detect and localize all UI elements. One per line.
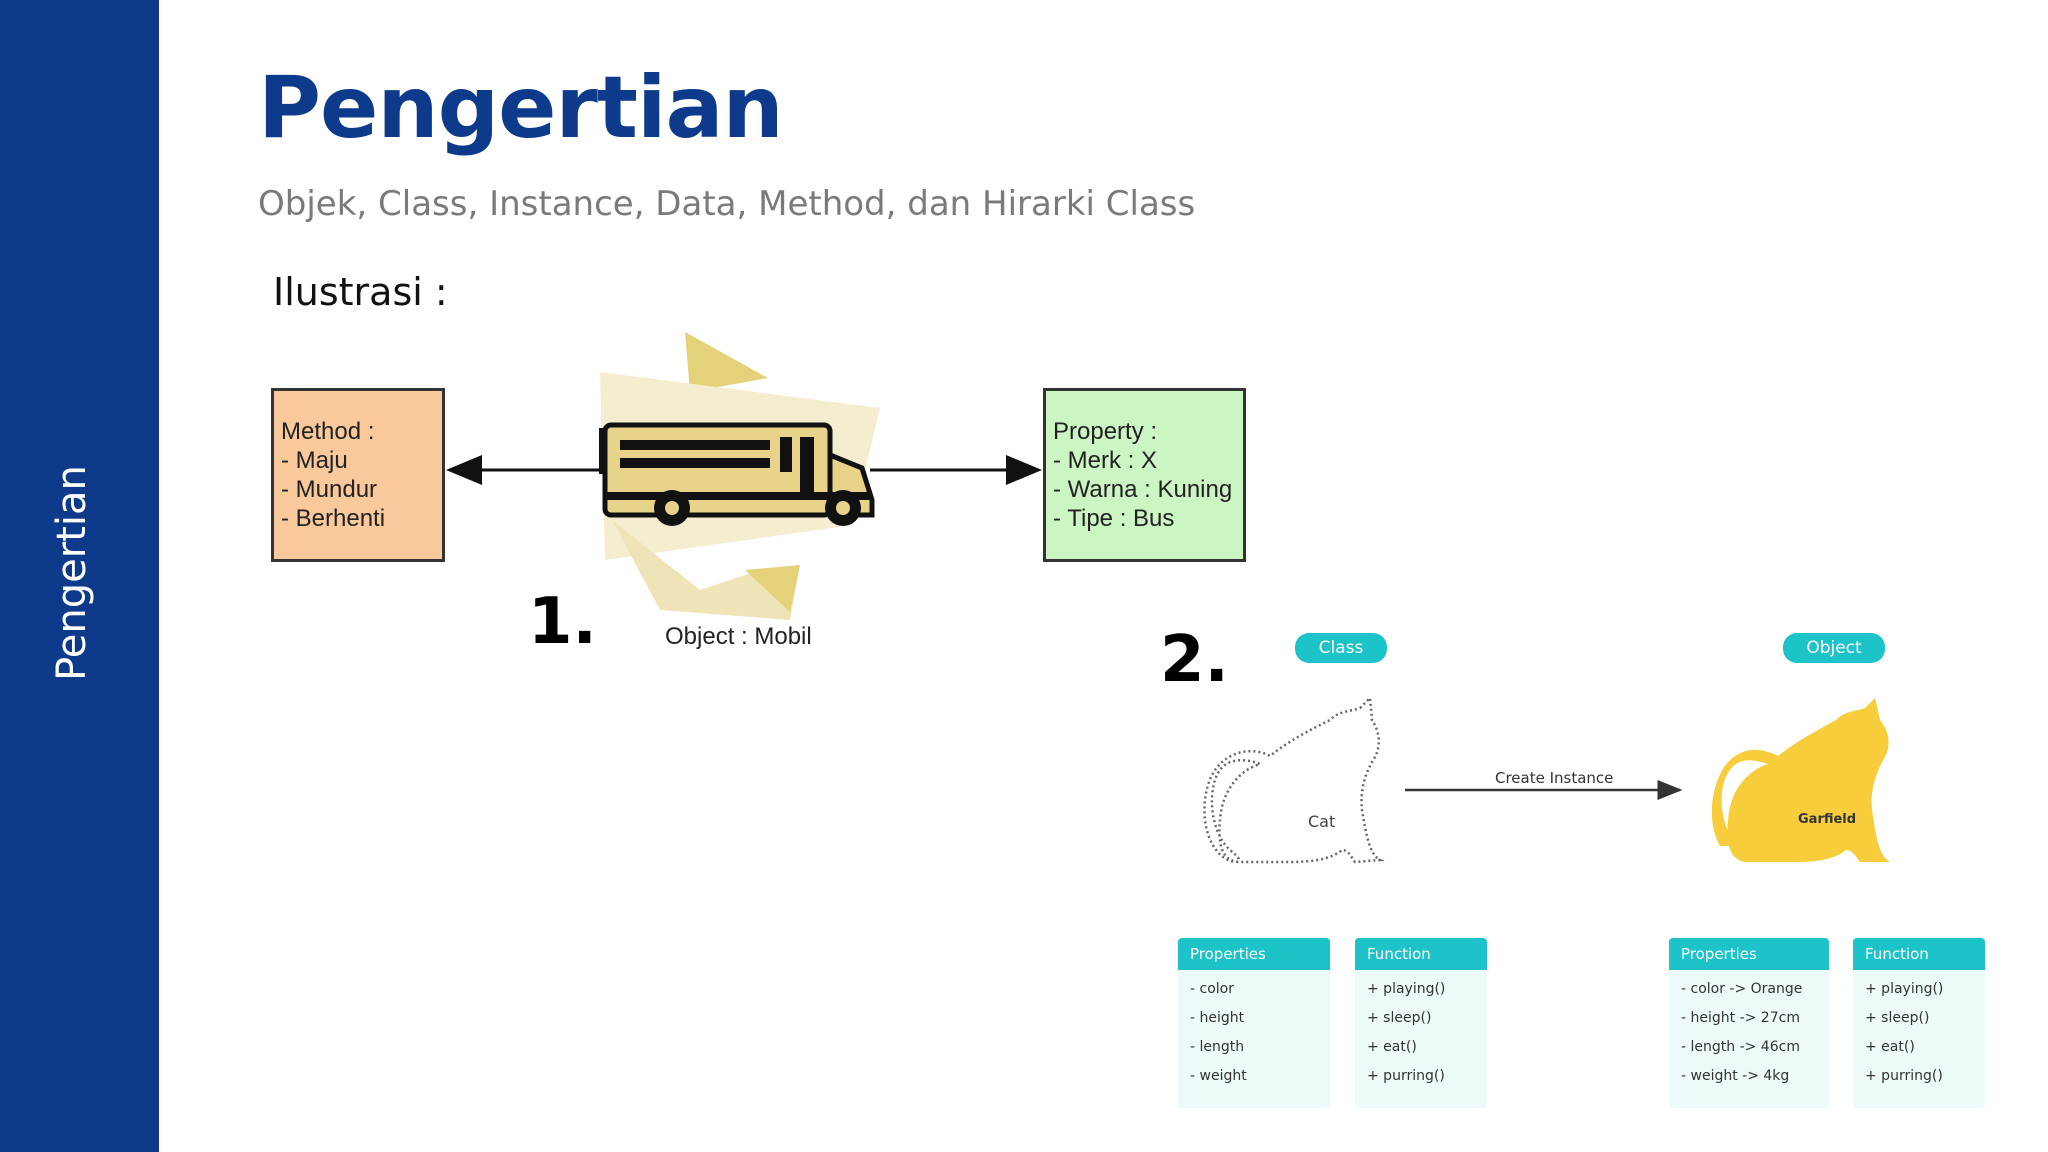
method-line: Method : <box>281 418 375 445</box>
card-header: Function <box>1355 938 1487 970</box>
class-name-label: Cat <box>1308 812 1336 831</box>
card-item: - weight <box>1190 1068 1247 1084</box>
card-item: - length <box>1190 1039 1245 1055</box>
create-instance-label: Create Instance <box>1495 769 1614 787</box>
diagram-2-graphics <box>1203 695 1890 864</box>
class-functions-card: Function + playing() + sleep() + eat() +… <box>1355 938 1487 1108</box>
page-title: Pengertian <box>258 58 784 158</box>
diagram-2-number: 2. <box>1160 623 1229 697</box>
illustration-label: Ilustrasi : <box>273 270 448 314</box>
class-pill: Class <box>1295 633 1387 663</box>
card-item: + sleep() <box>1865 1010 1930 1026</box>
card-item: + purring() <box>1367 1068 1445 1084</box>
cat-outline-icon <box>1203 695 1385 864</box>
card-header: Function <box>1853 938 1985 970</box>
class-properties-card: Properties - color - height - length - w… <box>1178 938 1330 1108</box>
card-item: - length -> 46cm <box>1681 1039 1800 1055</box>
card-item: + eat() <box>1367 1039 1417 1055</box>
sidebar <box>0 0 159 1152</box>
card-item: + playing() <box>1367 981 1446 997</box>
method-line: - Mundur <box>281 476 378 503</box>
property-line: - Merk : X <box>1053 447 1158 474</box>
card-item: - height -> 27cm <box>1681 1010 1800 1026</box>
property-box: Property : - Merk : X - Warna : Kuning -… <box>1043 388 1246 562</box>
object-pill: Object <box>1783 633 1885 663</box>
card-item: + purring() <box>1865 1068 1943 1084</box>
cat-filled-icon <box>1711 698 1890 862</box>
property-line: - Tipe : Bus <box>1053 505 1175 532</box>
property-line: - Warna : Kuning <box>1053 476 1233 503</box>
card-header: Properties <box>1178 938 1330 970</box>
page-subtitle: Objek, Class, Instance, Data, Method, da… <box>258 184 1196 224</box>
card-item: - color -> Orange <box>1681 981 1803 997</box>
property-line: Property : <box>1053 418 1158 445</box>
object-properties-card: Properties - color -> Orange - height ->… <box>1669 938 1829 1108</box>
card-item: - height <box>1190 1010 1245 1026</box>
instance-name-label: Garfield <box>1798 812 1857 827</box>
card-item: + sleep() <box>1367 1010 1432 1026</box>
card-item: - color <box>1190 981 1234 997</box>
card-item: - weight -> 4kg <box>1681 1068 1790 1084</box>
method-line: - Maju <box>281 447 348 474</box>
object-functions-card: Function + playing() + sleep() + eat() +… <box>1853 938 1985 1108</box>
diagram-1-number: 1. <box>528 585 597 659</box>
card-item: + playing() <box>1865 981 1944 997</box>
method-line: - Berhenti <box>281 505 386 532</box>
bus-icon <box>599 422 875 526</box>
card-header: Properties <box>1669 938 1829 970</box>
card-item: + eat() <box>1865 1039 1915 1055</box>
object-caption: Object : Mobil <box>665 623 812 650</box>
method-box: Method : - Maju - Mundur - Berhenti <box>271 388 445 562</box>
